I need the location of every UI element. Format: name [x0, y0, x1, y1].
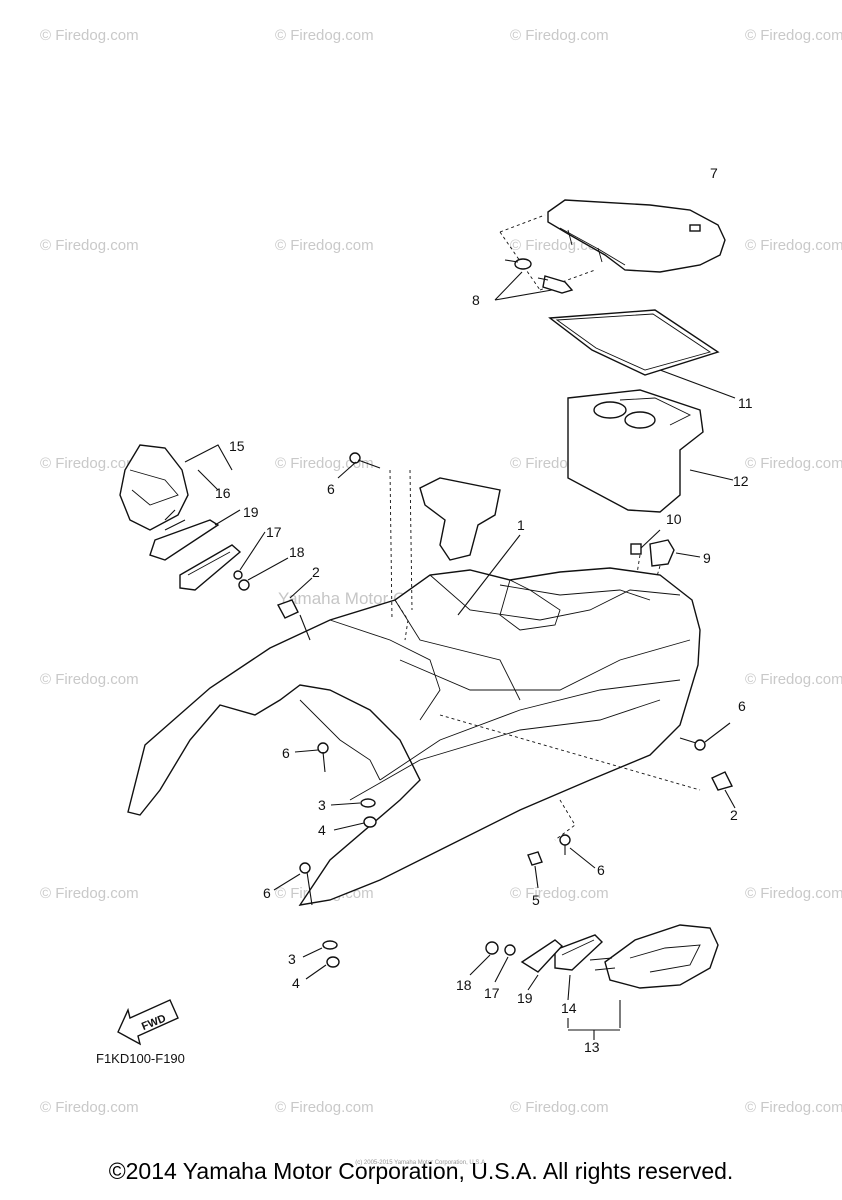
watermark: © Firedog.com	[510, 885, 609, 902]
bracket	[389, 469, 501, 621]
callout-6: 6	[738, 698, 746, 714]
callout-6: 6	[597, 862, 605, 878]
fwd-arrow-icon: FWD	[117, 999, 179, 1046]
watermark: © Firedog.com	[40, 237, 139, 254]
part-9-10-fittings	[627, 529, 701, 631]
callout-14: 14	[561, 1000, 577, 1016]
callout-9: 9	[703, 550, 711, 566]
part-11-mat	[548, 309, 736, 399]
watermark: © Firedog.com	[745, 1099, 842, 1116]
callout-4: 4	[318, 822, 326, 838]
watermark: © Firedog.com	[510, 27, 609, 44]
callout-10: 10	[666, 511, 682, 527]
callout-19: 19	[243, 504, 259, 520]
callout-6: 6	[327, 481, 335, 497]
left-light-assembly	[119, 444, 289, 591]
callout-6: 6	[263, 885, 271, 901]
watermark: © Firedog.com	[745, 455, 842, 472]
watermark: © Firedog.com	[510, 1099, 609, 1116]
callout-7: 7	[710, 165, 718, 181]
watermark-layer: © Firedog.com © Firedog.com © Firedog.co…	[40, 27, 842, 1116]
callout-13: 13	[584, 1039, 600, 1055]
part-12-storage-bin	[567, 389, 734, 513]
right-light-assembly	[469, 924, 719, 1040]
watermark: © Firedog.com	[275, 237, 374, 254]
callout-16: 16	[215, 485, 231, 501]
callout-17: 17	[266, 524, 282, 540]
callout-8: 8	[472, 292, 480, 308]
watermark: © Firedog.com	[40, 885, 139, 902]
fasteners	[273, 452, 736, 980]
callouts: 7 8 11 12 10 9 1 15 16 19 17 18 2 6 6 6 …	[215, 165, 753, 1055]
small-copyright-notice: (c) 2005-2015 Yamaha Motor Corporation, …	[355, 1160, 487, 1166]
callout-11: 11	[738, 395, 753, 411]
copyright-footer: ©2014 Yamaha Motor Corporation, U.S.A. A…	[108, 1158, 734, 1184]
watermark: © Firedog.com	[745, 885, 842, 902]
watermark: © Firedog.com	[40, 671, 139, 688]
watermark: © Firedog.com	[745, 671, 842, 688]
part-1-body	[127, 534, 701, 906]
watermark: © Firedog.com	[40, 455, 139, 472]
watermark: © Firedog.com	[745, 237, 842, 254]
watermark: © Firedog.com	[275, 1099, 374, 1116]
callout-18: 18	[456, 977, 472, 993]
callout-17: 17	[484, 985, 500, 1001]
callout-6: 6	[282, 745, 290, 761]
watermark: © Firedog.com	[40, 1099, 139, 1116]
callout-3: 3	[318, 797, 326, 813]
callout-4: 4	[292, 975, 300, 991]
watermark: © Firedog.com	[40, 27, 139, 44]
callout-12: 12	[733, 473, 749, 489]
callout-2: 2	[730, 807, 738, 823]
watermark: © Firedog.com	[275, 27, 374, 44]
callout-18: 18	[289, 544, 305, 560]
callout-19: 19	[517, 990, 533, 1006]
watermark: © Firedog.com	[745, 27, 842, 44]
callout-1: 1	[517, 517, 525, 533]
callout-2: 2	[312, 564, 320, 580]
callout-3: 3	[288, 951, 296, 967]
part-8-hinges	[494, 214, 596, 301]
part-7-lid	[547, 199, 726, 273]
diagram-code: F1KD100-F190	[96, 1051, 185, 1066]
callout-15: 15	[229, 438, 245, 454]
callout-5: 5	[532, 892, 540, 908]
